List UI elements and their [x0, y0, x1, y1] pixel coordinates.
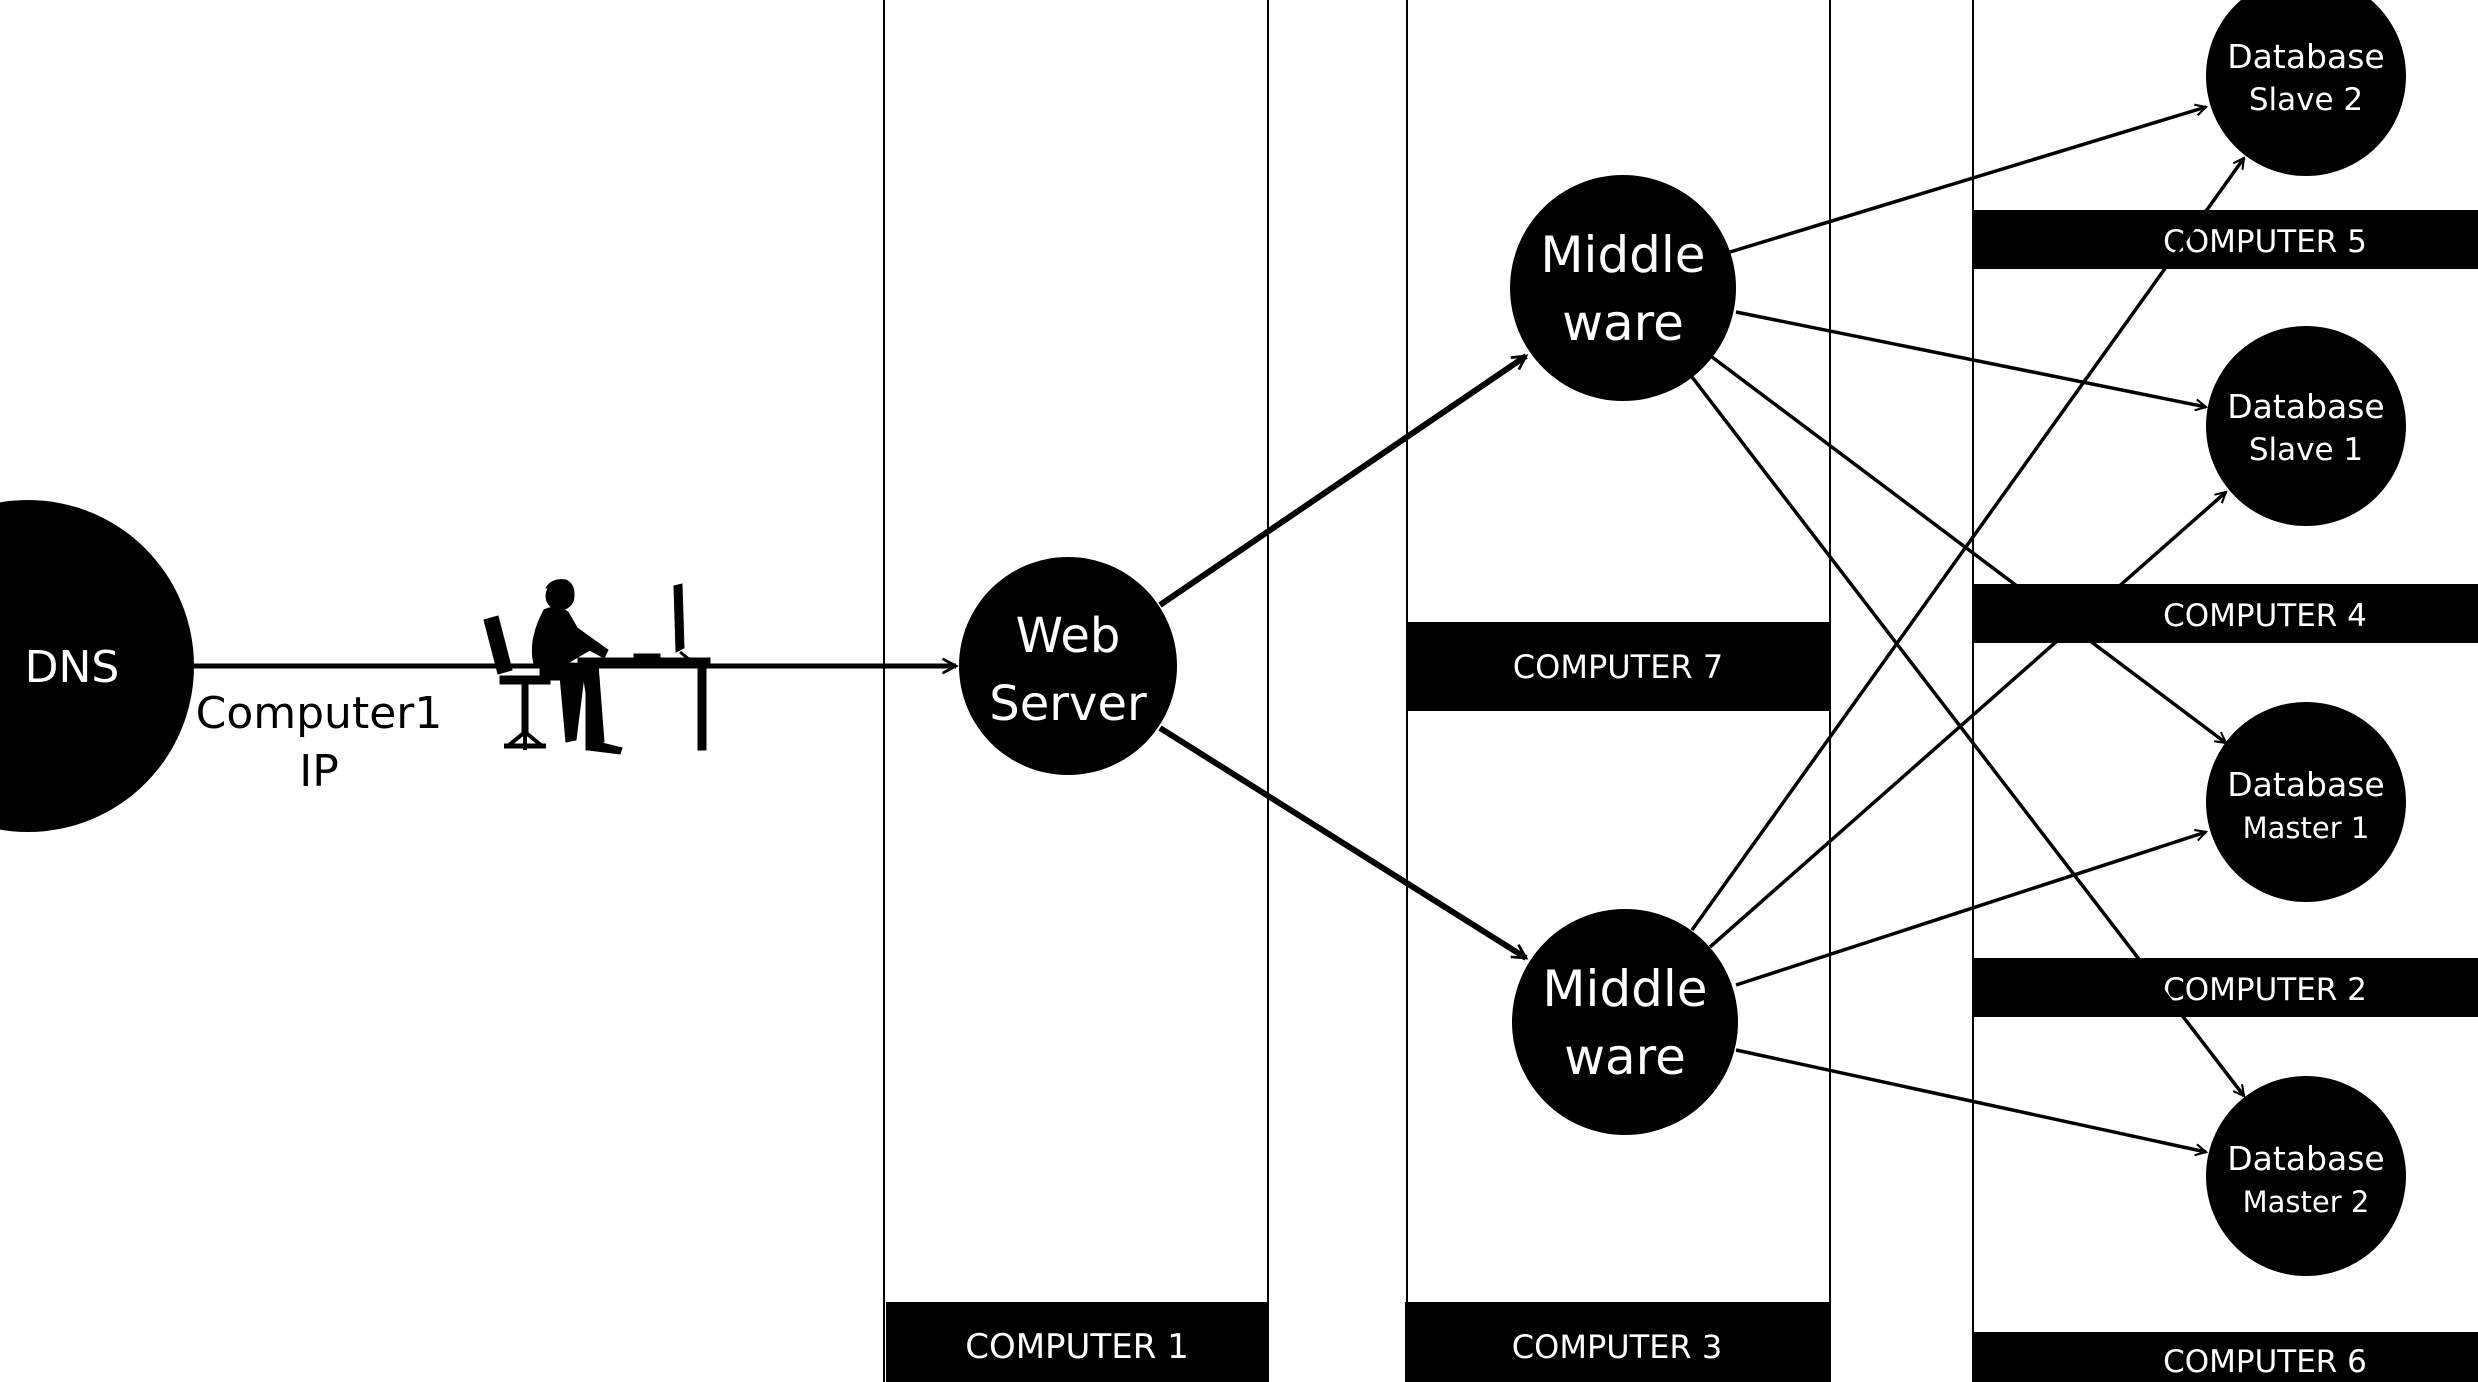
middleware-bottom-line2: ware [1564, 1028, 1686, 1086]
dns-label: DNS [25, 642, 120, 693]
computer-2-label: COMPUTER 2 [2163, 972, 2367, 1008]
webserver-to-middleware-top-arrow [1158, 353, 1526, 608]
db-slave-2-line2: Slave 2 [2249, 82, 2363, 118]
db-master-1-node: Database Master 1 [2206, 702, 2406, 902]
db-slave-2-node: Database Slave 2 [2206, 0, 2406, 176]
db-slave-1-line1: Database [2227, 387, 2384, 426]
mw-top-to-db-master-1 [1710, 355, 2226, 745]
db-slave-1-node: Database Slave 1 [2206, 326, 2406, 526]
middleware-bottom-node: Middle ware [1512, 909, 1738, 1135]
computer-1-bar [886, 1302, 1268, 1382]
web-server-line1: Web [1016, 608, 1121, 664]
mw-top-to-db-slave-1 [1735, 310, 2206, 407]
computer-3-bar [1405, 1302, 1830, 1382]
db-slave-1-line2: Slave 1 [2249, 432, 2363, 468]
computer-7-label: COMPUTER 7 [1513, 648, 1723, 686]
computer-3-label: COMPUTER 3 [1512, 1328, 1722, 1366]
person-at-computer-icon [483, 579, 711, 755]
computer-5-label: COMPUTER 5 [2163, 224, 2367, 260]
computer-7-bar [1407, 622, 1830, 711]
db-master-1-line2: Master 1 [2243, 811, 2370, 845]
db-master-2-line2: Master 2 [2243, 1185, 2370, 1219]
computer-4-label: COMPUTER 4 [2163, 598, 2367, 634]
computer-2-bar [1973, 958, 2478, 1017]
mw-bottom-to-db-slave-1 [1708, 492, 2226, 949]
web-server-line2: Server [989, 676, 1147, 732]
computer-6-bar [1973, 1332, 2478, 1382]
webserver-to-middleware-bottom-arrow [1158, 725, 1526, 961]
edge-label-line1: Computer1 [196, 688, 443, 739]
mw-bottom-to-db-master-2 [1735, 1048, 2206, 1152]
db-master-2-line1: Database [2227, 1139, 2384, 1178]
mw-top-to-db-master-2 [1690, 375, 2246, 1096]
mw-bottom-to-db-slave-2 [1690, 158, 2246, 932]
mw-bottom-to-db-master-1 [1735, 832, 2206, 987]
database-connection-arrows [1690, 107, 2246, 1152]
web-server-node: Web Server [959, 557, 1177, 775]
computer-6-label: COMPUTER 6 [2163, 1344, 2367, 1380]
computer-1-label: COMPUTER 1 [965, 1327, 1189, 1367]
dns-node: DNS [0, 500, 194, 832]
middleware-bottom-line1: Middle [1542, 960, 1707, 1018]
computer-bars: COMPUTER 1 COMPUTER 3 COMPUTER 7 COMPUTE… [886, 210, 2478, 1382]
edge-label-line2: IP [299, 746, 339, 797]
computer-5-bar [1973, 210, 2478, 269]
mw-top-to-db-slave-2 [1729, 107, 2206, 254]
computer-4-bar [1973, 584, 2478, 643]
middleware-top-node: Middle ware [1510, 175, 1736, 401]
db-slave-2-line1: Database [2227, 37, 2384, 76]
db-master-1-line1: Database [2227, 765, 2384, 804]
middleware-top-line1: Middle [1540, 226, 1705, 284]
middleware-top-line2: ware [1562, 294, 1684, 352]
db-master-2-node: Database Master 2 [2206, 1076, 2406, 1276]
